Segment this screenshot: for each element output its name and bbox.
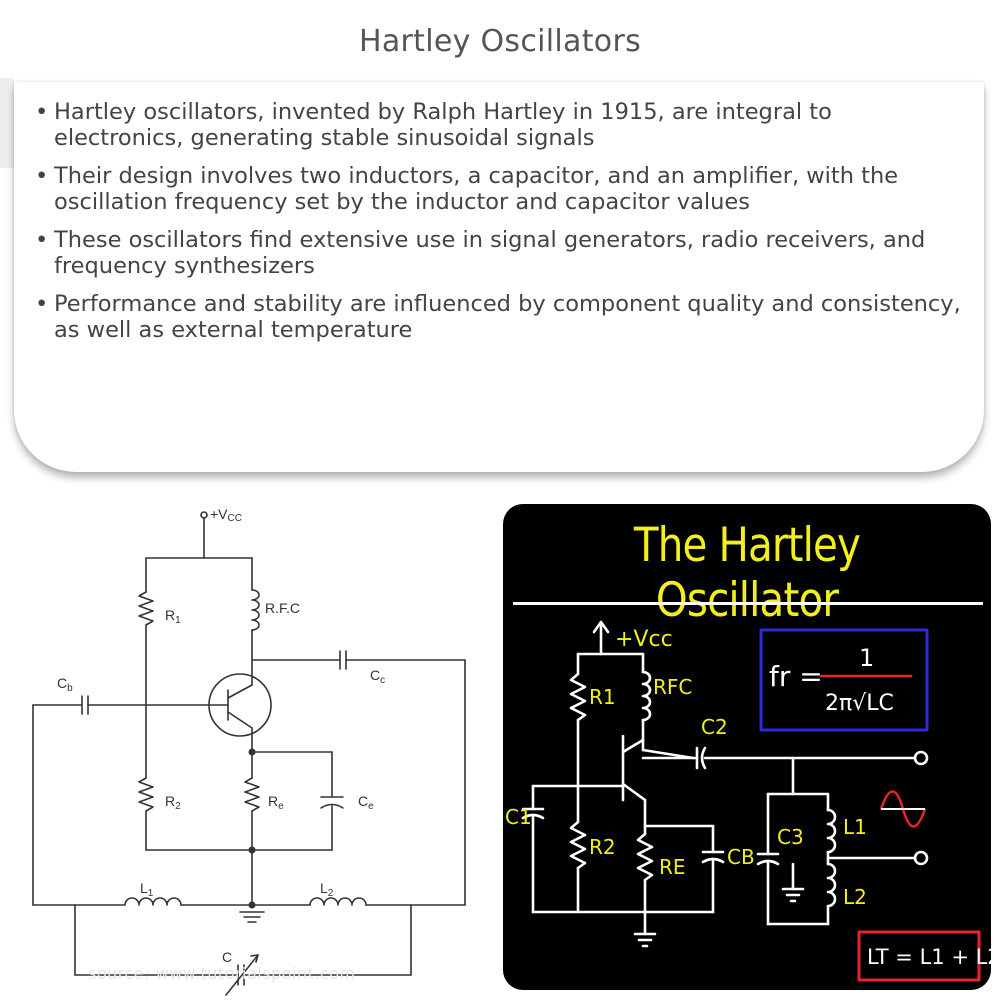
bullet-marker: • (35, 99, 49, 125)
bullet-item: •These oscillators find extensive use in… (26, 227, 961, 279)
chalk-label-r1: R1 (589, 685, 616, 709)
label-ce: Ce (358, 793, 374, 812)
chalkboard-divider (513, 602, 983, 605)
lt-formula: LT = L1 + L2 (867, 945, 991, 969)
label-re: Re (268, 793, 284, 812)
bullet-item: •Their design involves two inductors, a … (26, 163, 961, 215)
label-rfc: R.F.C (265, 600, 300, 616)
label-r2: R2 (165, 793, 181, 812)
label-r1: R1 (165, 607, 181, 626)
bullet-marker: • (35, 291, 49, 317)
bullet-text: These oscillators find extensive use in … (54, 227, 926, 279)
bullet-item: •Performance and stability are influence… (26, 291, 961, 343)
chalk-label-c1: C1 (505, 805, 532, 829)
bullet-marker: • (35, 227, 49, 253)
formula-lhs: fr = (769, 660, 823, 693)
formula-numerator: 1 (859, 644, 874, 672)
page-title: Hartley Oscillators (358, 24, 642, 59)
chalk-label-l1: L1 (843, 815, 867, 839)
bullet-item: •Hartley oscillators, invented by Ralph … (26, 99, 961, 151)
source-watermark: source: www.tutorialspoint.com (88, 964, 356, 983)
label-vcc: +VCC (210, 506, 242, 524)
label-l1: L1 (140, 880, 154, 899)
chalk-label-l2: L2 (843, 885, 867, 909)
hartley-schematic: +VCC R1 R.F.C Cc Cb R2 Re Ce L1 L2 C (32, 506, 466, 996)
chalk-label-cb: CB (727, 845, 755, 869)
formula-denominator: 2π√LC (825, 691, 894, 716)
chalk-label-rfc: RFC (653, 675, 692, 699)
label-cc: Cc (370, 667, 385, 686)
card-edge (0, 78, 14, 168)
chalkboard-title: The Hartley Oscillator (633, 518, 861, 628)
bullet-text: Their design involves two inductors, a c… (54, 163, 899, 215)
chalk-label-c3: C3 (777, 825, 804, 849)
label-c: C (222, 949, 232, 965)
label-cb: Cb (57, 675, 73, 694)
bullet-text: Hartley oscillators, invented by Ralph H… (54, 99, 832, 151)
chalk-label-c2: C2 (701, 715, 728, 739)
bullet-marker: • (35, 163, 49, 189)
label-l2: L2 (320, 880, 334, 899)
chalk-label-r2: R2 (589, 835, 616, 859)
chalkboard-image: The Hartley Oscillator (503, 504, 991, 990)
bullet-list: •Hartley oscillators, invented by Ralph … (26, 99, 961, 355)
chalkboard-circuit: +Vcc R1 RFC C2 C1 R2 RE CB C3 L1 L2 fr =… (505, 620, 991, 982)
chalk-label-re: RE (659, 855, 686, 879)
bullet-text: Performance and stability are influenced… (54, 291, 961, 343)
chalk-label-vcc: +Vcc (615, 627, 673, 652)
summary-card (14, 82, 984, 472)
